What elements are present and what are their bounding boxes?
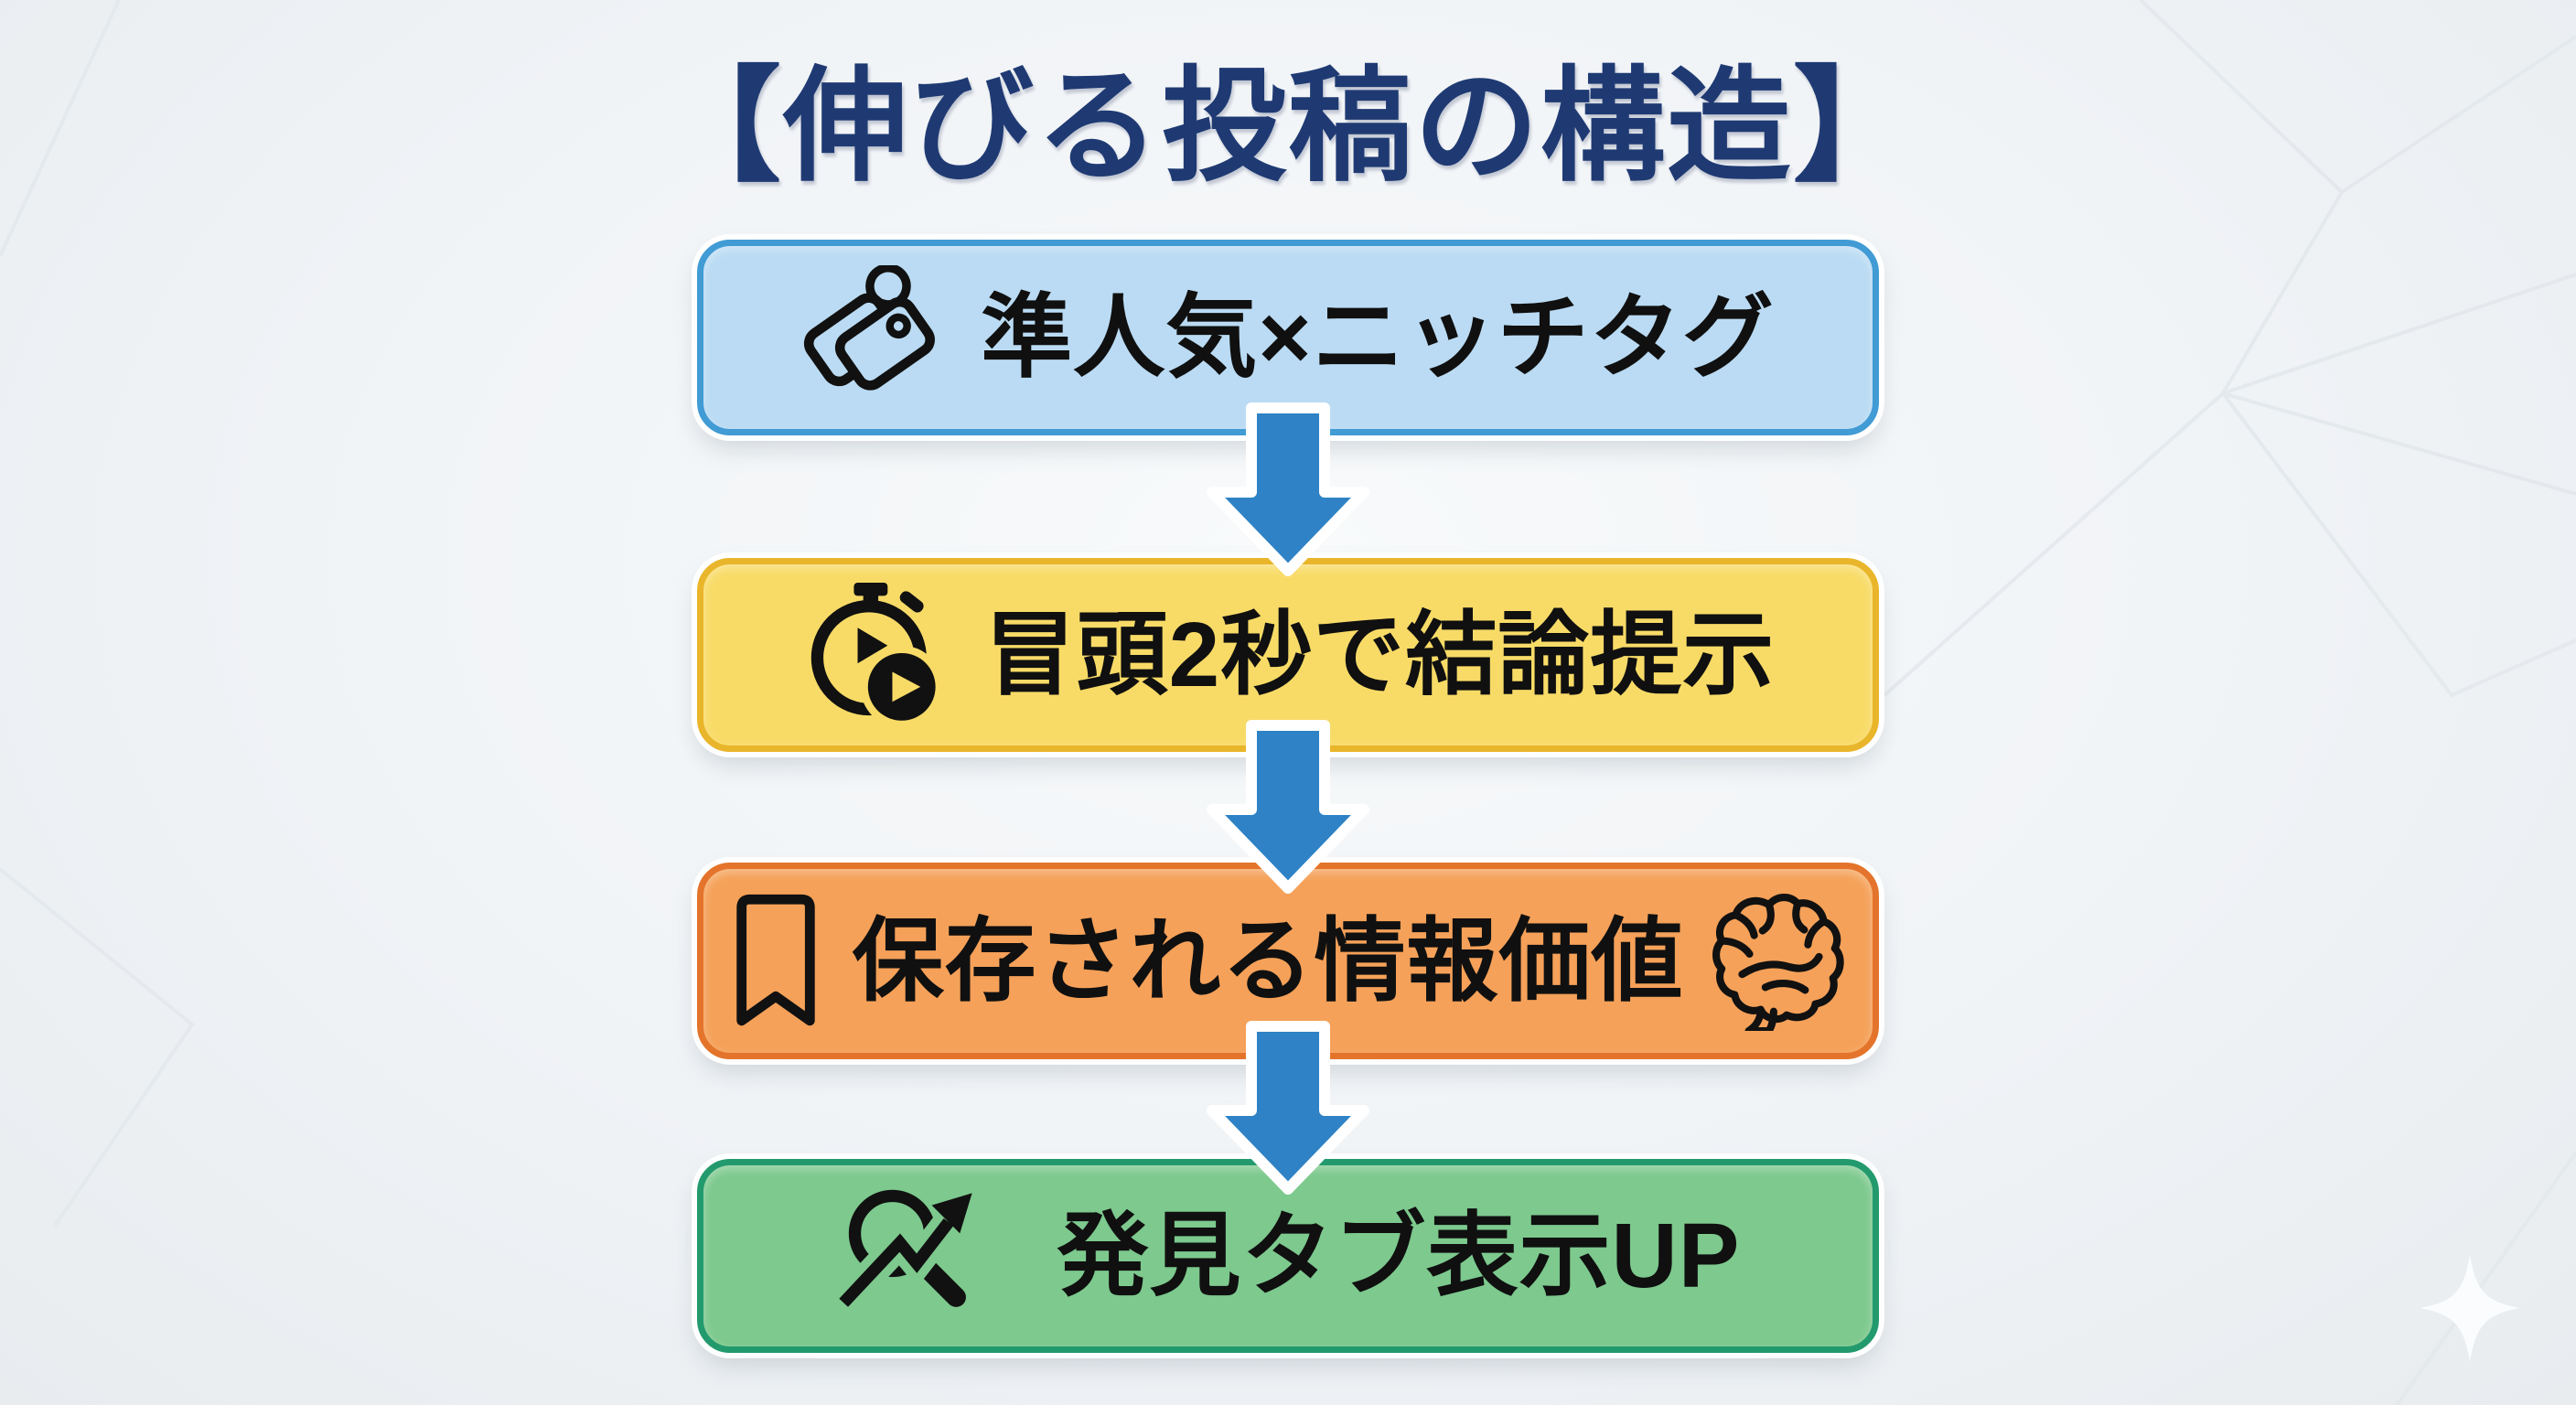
step-label: 準人気×ニッチタグ: [981, 286, 1775, 389]
sparkle-shape: [2420, 1255, 2520, 1362]
down-arrow-icon: [1207, 402, 1369, 576]
down-arrow-icon: [1207, 720, 1369, 894]
search-trend-icon: [835, 1189, 972, 1314]
down-arrow-icon: [1207, 1021, 1369, 1195]
step-label: 発見タブ表示UP: [1057, 1205, 1741, 1307]
step-box-hook-2sec: 冒頭2秒で結論提示: [697, 558, 1879, 752]
stopwatch-play-icon: [810, 583, 943, 728]
step-label: 保存される情報価値: [852, 909, 1684, 1013]
step-label: 冒頭2秒で結論提示: [983, 604, 1776, 706]
bookmark-icon: [735, 894, 815, 1025]
brain-icon: [1712, 893, 1844, 1031]
tags-icon: [804, 265, 936, 391]
page-title: 【伸びる投稿の構造】: [657, 57, 1919, 196]
